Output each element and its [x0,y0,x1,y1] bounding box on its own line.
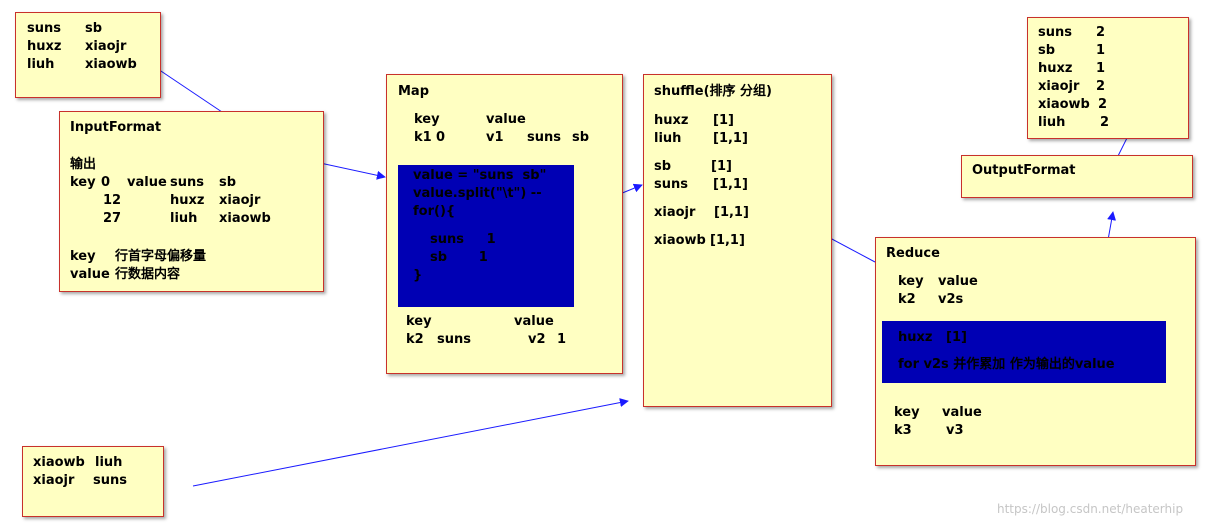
map-v2: v2 [528,332,546,347]
inputformat-row-2-word-1: huxz [170,193,205,208]
map-k2-value: suns [437,332,471,347]
output-row-5-count: 2 [1098,97,1108,112]
map-box: Map key value k1 0 v1 suns sb value = "s… [386,74,623,374]
map-v1-word-2: sb [572,130,590,145]
shuffle-g1-val-1: [1] [713,113,734,128]
inputformat-key-desc-label: key [70,249,96,264]
map-v1-word-1: suns [527,130,561,145]
extra-row-1-value: liuh [95,455,123,470]
reduce-v3: v3 [946,423,964,438]
map-code-line-1: value = "suns sb" [413,168,547,183]
reduce-code-line-1: huxz [1] [898,330,967,345]
input-row-2-key: huxz [27,39,62,54]
map-code-line-4: suns 1 [430,232,496,247]
inputformat-value-label: value [127,175,167,190]
reduce-code-block: huxz [1] for v2s 并作累加 作为输出的value [882,321,1166,383]
outputformat-box: OutputFormat [961,155,1193,198]
shuffle-g3-val-1: [1,1] [714,205,749,220]
reduce-footer-value: value [942,405,982,420]
map-k1: k1 [414,130,432,145]
reduce-code-line-2: for v2s 并作累加 作为输出的value [898,357,1115,372]
map-header-key: key [414,112,440,127]
output-data-box: suns 2 sb 1 huxz 1 xiaojr 2 xiaowb 2 liu… [1027,17,1189,139]
inputformat-row-3-word-2: xiaowb [219,211,271,226]
output-row-5-key: xiaowb [1038,97,1090,112]
map-title: Map [398,84,430,99]
shuffle-title: shuffle(排序 分组) [654,84,772,99]
shuffle-g1-key-2: liuh [654,131,682,146]
shuffle-g2-val-1: [1] [711,159,732,174]
map-footer-key: key [406,314,432,329]
map-footer-value: value [514,314,554,329]
reduce-footer-key: key [894,405,920,420]
reduce-header-key: key [898,274,924,289]
output-row-3-count: 1 [1096,61,1106,76]
map-code-line-2: value.split("\t") -- [413,186,542,201]
map-code-line-5: sb 1 [430,250,488,265]
input-row-3-value: xiaowb [85,57,137,72]
shuffle-g2-val-2: [1,1] [713,177,748,192]
map-k2: k2 [406,332,424,347]
shuffle-g2-key-2: suns [654,177,688,192]
watermark: https://blog.csdn.net/heaterhip [997,502,1184,516]
inputformat-offset-0: 0 [101,175,111,190]
input-data-box: suns sb huxz xiaojr liuh xiaowb [15,12,161,98]
output-row-6-key: liuh [1038,115,1066,130]
inputformat-offset-12: 12 [103,193,122,208]
inputformat-output-label: 输出 [70,157,97,172]
inputformat-row-3-word-1: liuh [170,211,198,226]
shuffle-g4-key-1: xiaowb [654,233,706,248]
inputformat-row-1-word-2: sb [219,175,237,190]
output-row-1-count: 2 [1096,25,1106,40]
input-row-3-key: liuh [27,57,55,72]
extra-row-2-value: suns [93,473,127,488]
outputformat-title: OutputFormat [972,163,1076,178]
shuffle-g1-key-1: huxz [654,113,689,128]
input-row-2-value: xiaojr [85,39,127,54]
inputformat-row-1-word-1: suns [170,175,204,190]
extra-row-2-key: xiaojr [33,473,75,488]
shuffle-g2-key-1: sb [654,159,672,174]
inputformat-key-label: key [70,175,96,190]
output-row-1-key: suns [1038,25,1072,40]
input-row-1-value: sb [85,21,103,36]
shuffle-box: shuffle(排序 分组) huxz [1] liuh [1,1] sb [1… [643,74,832,407]
map-code-block: value = "suns sb" value.split("\t") -- f… [398,165,574,307]
shuffle-g1-val-2: [1,1] [713,131,748,146]
shuffle-g4-val-1: [1,1] [710,233,745,248]
reduce-v2s: v2s [938,292,964,307]
reduce-box: Reduce key value k2 v2s huxz [1] for v2s… [875,237,1196,466]
inputformat-key-desc-text: 行首字母偏移量 [115,249,207,264]
output-row-3-key: huxz [1038,61,1073,76]
map-v2-value: 1 [557,332,567,347]
output-row-2-key: sb [1038,43,1056,58]
output-row-4-count: 2 [1096,79,1106,94]
inputformat-box: InputFormat 输出 key 0 value suns sb 12 hu… [59,111,324,292]
reduce-header-value: value [938,274,978,289]
output-row-4-key: xiaojr [1038,79,1080,94]
map-header-value: value [486,112,526,127]
map-k1-value: 0 [436,130,446,145]
extra-input-box: xiaowb liuh xiaojr suns [22,446,164,517]
extra-row-1-key: xiaowb [33,455,85,470]
output-row-2-count: 1 [1096,43,1106,58]
inputformat-title: InputFormat [70,120,162,135]
map-code-line-6: } [413,268,423,283]
map-v1: v1 [486,130,504,145]
reduce-k2: k2 [898,292,916,307]
inputformat-value-desc-label: value [70,267,110,282]
output-row-6-count: 2 [1100,115,1110,130]
inputformat-offset-27: 27 [103,211,122,226]
input-row-1-key: suns [27,21,61,36]
inputformat-value-desc-text: 行数据内容 [115,267,181,282]
shuffle-g3-key-1: xiaojr [654,205,696,220]
arrow-extra-input-to-shuffle [192,398,629,487]
reduce-title: Reduce [886,246,940,261]
inputformat-row-2-word-2: xiaojr [219,193,261,208]
map-code-line-3: for(){ [413,204,456,219]
reduce-k3: k3 [894,423,912,438]
